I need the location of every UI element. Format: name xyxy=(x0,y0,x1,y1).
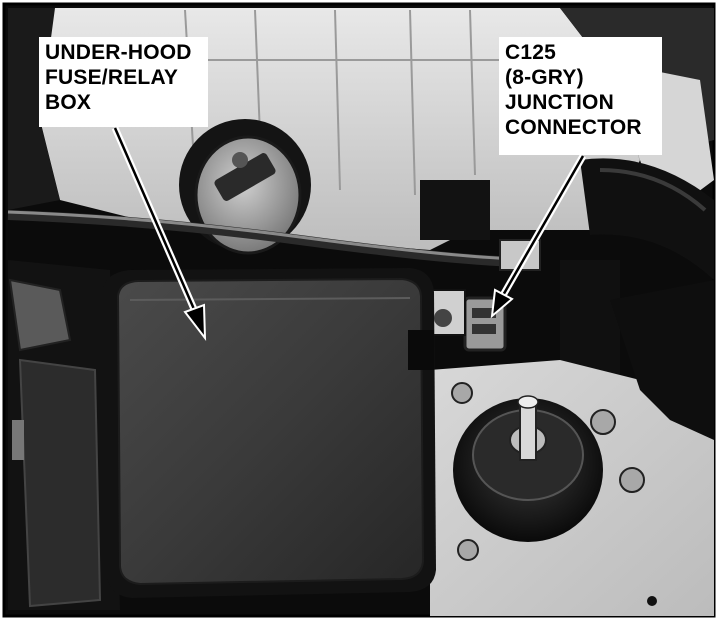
fuse-box-label-line: UNDER-HOOD xyxy=(45,41,192,64)
fuse-box-label-line: BOX xyxy=(45,91,92,114)
junction-connector-label: C125 (8-GRY) JUNCTION CONNECTOR xyxy=(499,37,662,155)
fuse-relay-box-label: UNDER-HOOD FUSE/RELAY BOX xyxy=(39,37,208,127)
pointer-arrows xyxy=(111,126,587,342)
connector-label-line: (8-GRY) xyxy=(505,66,584,89)
fuse-relay-box-shape xyxy=(102,268,436,598)
connector-label-line: CONNECTOR xyxy=(505,116,642,139)
mount-nuts xyxy=(451,382,645,561)
fuse-box-label-line: FUSE/RELAY xyxy=(45,66,179,89)
connector-label-line: JUNCTION xyxy=(505,91,614,114)
connector-label-line: C125 xyxy=(505,41,557,64)
